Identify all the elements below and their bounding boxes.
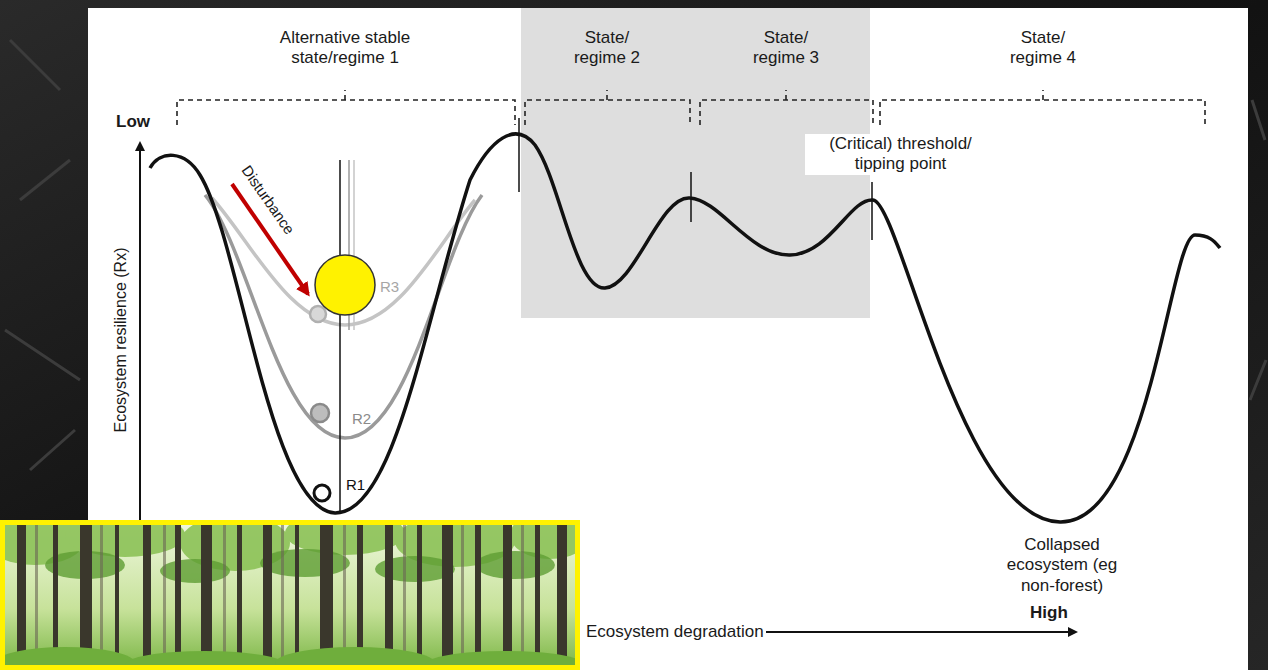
- forest-illustration: [223, 525, 226, 665]
- forest-illustration: [80, 525, 92, 665]
- forest-illustration: [260, 549, 350, 577]
- threshold-ticks: [690, 172, 692, 222]
- threshold-ticks: [518, 118, 520, 192]
- forest-illustration: [5, 647, 135, 665]
- forest-illustration: [35, 525, 524, 665]
- regime-label: State/ regime 3: [746, 28, 826, 69]
- forest-illustration: [53, 525, 58, 665]
- regime-label: State/ regime 2: [567, 28, 647, 69]
- x-axis: [766, 631, 1076, 633]
- state-ball: [311, 404, 329, 422]
- forest-illustration: [263, 525, 272, 665]
- axis-title: Ecosystem resilience (Rx): [111, 248, 130, 433]
- threshold-label: (Critical) threshold/ tipping point: [805, 134, 996, 175]
- forest-illustration: [535, 525, 540, 665]
- forest-photo: [0, 520, 580, 670]
- forest-illustration: [275, 647, 435, 665]
- resilience-label: R3: [380, 278, 399, 296]
- forest-illustration: [461, 525, 464, 665]
- forest-illustration: [557, 525, 567, 665]
- forest-illustration: [5, 647, 575, 665]
- regime-brackets: [525, 90, 690, 125]
- forest-illustration: [17, 525, 26, 665]
- forest-illustration: [425, 651, 575, 665]
- state-ball: [310, 306, 326, 322]
- regime-brackets: [880, 90, 1205, 125]
- forest-illustration: [115, 525, 119, 665]
- forest-illustration: [503, 525, 512, 665]
- threshold-ticks: [519, 118, 872, 240]
- regime-label: Alternative stable state/regime 1: [265, 28, 425, 69]
- forest-illustration: [475, 551, 555, 579]
- axis-end-label: High: [1030, 603, 1068, 623]
- forest-illustration: [385, 525, 393, 665]
- forest-illustration: [357, 525, 363, 665]
- state-ball: [314, 485, 330, 501]
- forest-illustration: [403, 525, 406, 665]
- resilience-label: R2: [352, 410, 371, 428]
- forest-illustration: [125, 651, 285, 665]
- collapsed-label: Collapsed ecosystem (eg non-forest): [992, 535, 1132, 596]
- axis-end-label: Low: [116, 112, 150, 132]
- disturbance-arrow: [232, 184, 308, 294]
- regime-brackets: [177, 90, 1205, 125]
- forest-illustration: [143, 525, 151, 665]
- forest-illustration: [100, 525, 103, 665]
- reference-line: [339, 160, 341, 513]
- forest-illustration: [35, 525, 38, 665]
- forest-illustration: [442, 525, 453, 665]
- forest-illustration: [281, 525, 284, 665]
- regime-brackets: [700, 90, 873, 125]
- forest-illustration: [163, 525, 166, 665]
- forest-illustration: [417, 525, 422, 665]
- axis-title: Ecosystem degradation: [586, 622, 764, 642]
- forest-illustration: [237, 525, 242, 665]
- forest-illustration: [295, 525, 299, 665]
- disturbance-label: Disturbance: [238, 162, 299, 238]
- forest-illustration: [201, 525, 212, 665]
- forest-illustration: [17, 525, 567, 665]
- forest-illustration: [175, 525, 181, 665]
- forest-illustration: [5, 525, 575, 665]
- regime-brackets: [177, 90, 515, 125]
- resilience-label: R1: [346, 476, 365, 494]
- forest-illustration: [521, 525, 524, 665]
- regime-label: State/ regime 4: [1003, 28, 1083, 69]
- threshold-ticks: [871, 182, 873, 240]
- highlight-ball: [315, 255, 375, 315]
- landscape-curve: [150, 134, 1220, 522]
- forest-illustration: [343, 525, 346, 665]
- forest-illustration: [160, 559, 230, 583]
- forest-illustration: [320, 525, 333, 665]
- forest-illustration: [475, 525, 481, 665]
